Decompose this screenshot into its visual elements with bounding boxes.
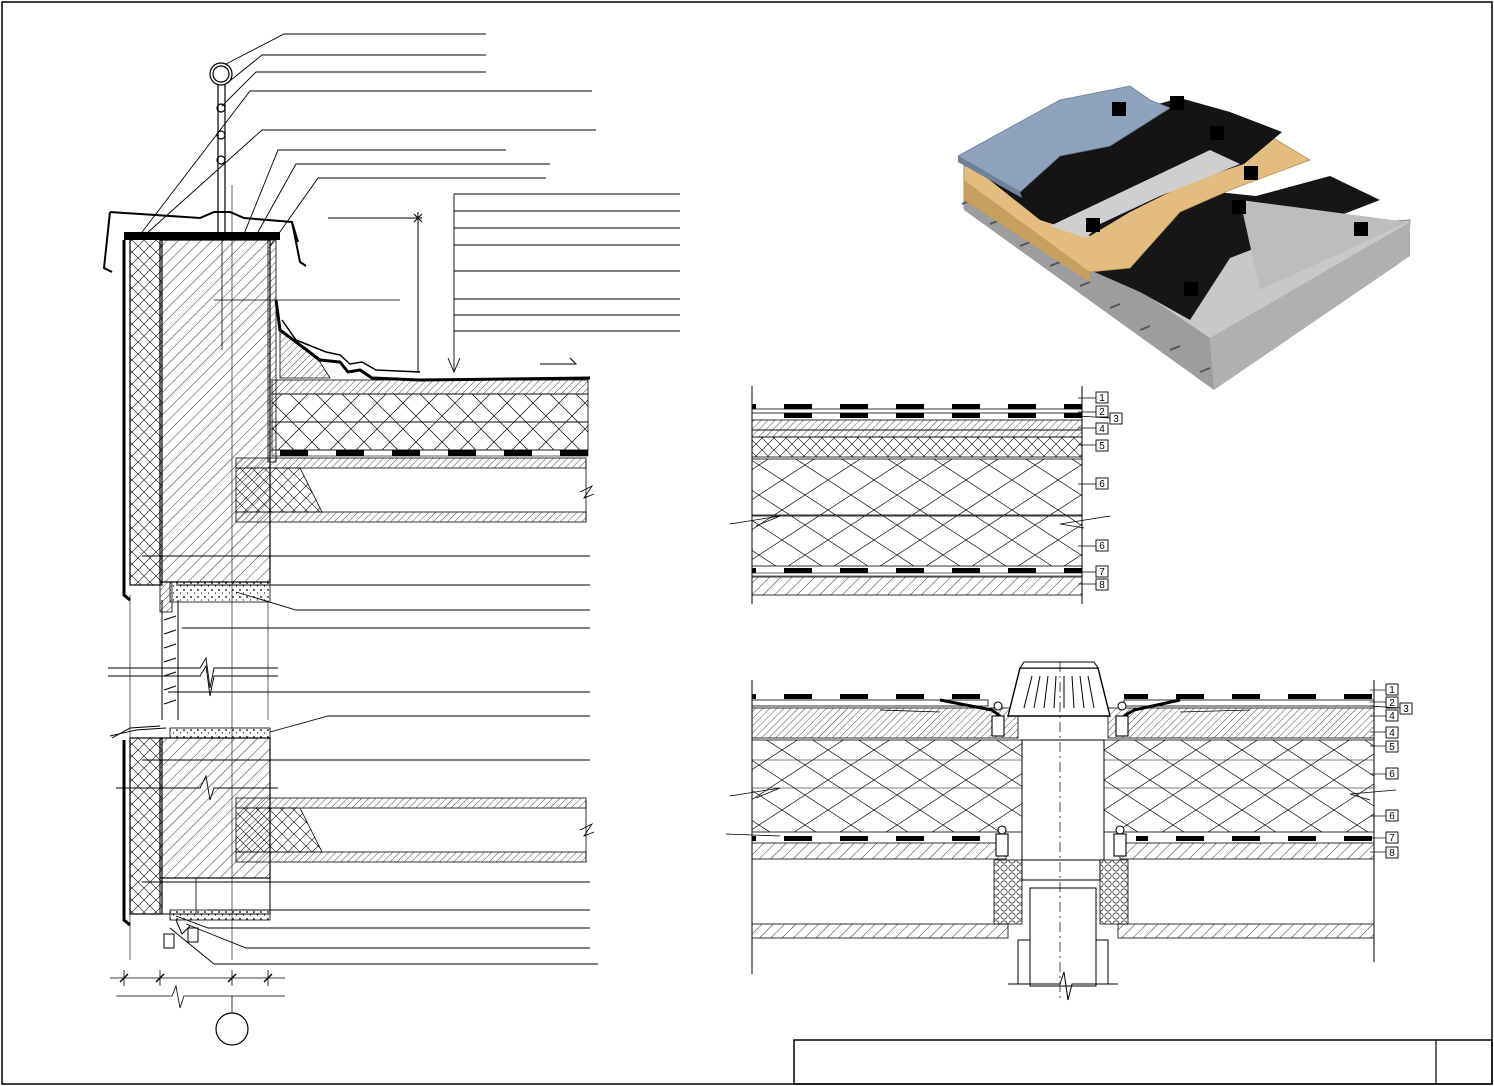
- roof-insulation-2: [271, 421, 589, 451]
- svg-text:8: 8: [1389, 848, 1395, 859]
- roof-drain-body: [1007, 661, 1118, 1001]
- flat-concrete-deck: [751, 576, 1083, 596]
- svg-text:1: 1: [1099, 393, 1105, 404]
- upper-slab: [235, 457, 587, 469]
- iso-markers: [1086, 96, 1368, 296]
- drain-deck-left: [751, 842, 1007, 860]
- svg-text:3: 3: [1403, 704, 1409, 715]
- svg-text:6: 6: [1389, 769, 1395, 780]
- svg-text:7: 7: [1099, 567, 1105, 578]
- drain-callouts: 1 2 3 4 4 5 6 6 7 8: [1385, 683, 1413, 859]
- leader-lines-lower: [109, 555, 598, 965]
- svg-text:4: 4: [1099, 424, 1105, 435]
- window-frame: [161, 600, 179, 720]
- svg-text:4: 4: [1389, 711, 1395, 722]
- leader-lines-upper: [135, 33, 680, 374]
- svg-text:2: 2: [1099, 407, 1105, 418]
- downpipe-insulation-left: [993, 859, 1023, 925]
- svg-text:3: 3: [1113, 414, 1119, 425]
- iso-base-membrane: [962, 98, 1282, 236]
- svg-text:6: 6: [1389, 811, 1395, 822]
- parapet-wall-section: [102, 33, 680, 1046]
- flat-callouts: 1 2 3 4 5 6 6 7 8: [1095, 391, 1123, 591]
- drain-insulation-left: [751, 739, 1023, 833]
- svg-text:6: 6: [1099, 479, 1105, 490]
- svg-text:4: 4: [1389, 728, 1395, 739]
- flat-roof-section: 1 2 3 4 5 6 6 7 8: [729, 386, 1123, 604]
- lower-slab: [235, 797, 587, 809]
- slab-insulation-upper: [235, 467, 323, 513]
- svg-text:6: 6: [1099, 541, 1105, 552]
- concrete-wall: [159, 239, 271, 583]
- lower-insulation: [129, 737, 163, 915]
- svg-text:5: 5: [1099, 441, 1105, 452]
- svg-text:5: 5: [1389, 742, 1395, 753]
- downpipe-insulation-right: [1099, 859, 1129, 925]
- slab-insulation-lower: [235, 807, 323, 853]
- roof-drain-section: 1 2 3 4 4 5 6 6 7 8: [725, 661, 1413, 1001]
- flat-insulation-low: [751, 515, 1083, 567]
- roof-insulation-1: [271, 393, 589, 423]
- upstand-membrane: [274, 299, 591, 382]
- flat-insulation-top: [751, 436, 1083, 458]
- svg-text:8: 8: [1099, 580, 1105, 591]
- svg-text:1: 1: [1389, 685, 1395, 696]
- section-marker: [215, 1012, 249, 1046]
- break-line-wall: [108, 656, 278, 697]
- drain-deck-right: [1119, 842, 1375, 860]
- outer-insulation: [129, 234, 163, 586]
- svg-text:7: 7: [1389, 833, 1395, 844]
- parapet-coping: [102, 211, 307, 273]
- svg-text:2: 2: [1389, 698, 1395, 709]
- flat-insulation-mid: [751, 458, 1083, 516]
- roof-screed: [271, 379, 589, 395]
- window-sill: [169, 727, 271, 739]
- drain-insulation-right: [1103, 739, 1375, 833]
- title-block: [793, 1039, 1493, 1085]
- level-marker: [328, 212, 578, 372]
- isometric-roof-view: [957, 85, 1411, 390]
- dimension-line: [110, 970, 285, 1009]
